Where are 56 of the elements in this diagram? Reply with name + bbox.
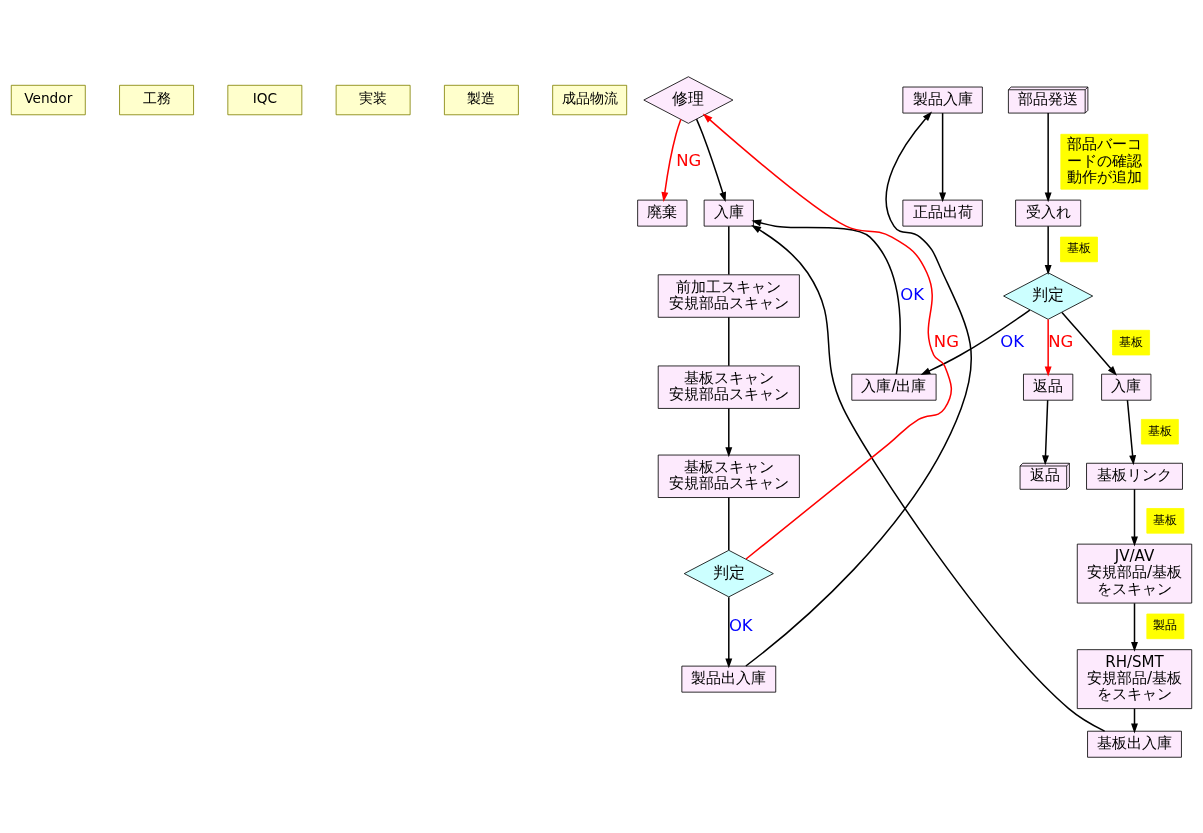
- node-box: 部品バーコードの確認動作が追加: [1060, 133, 1149, 190]
- node-box: 入庫: [703, 199, 754, 227]
- node-box: 廃棄: [637, 199, 688, 227]
- arrow: [1131, 602, 1138, 652]
- arrow: [1044, 318, 1052, 376]
- node-box: 製造: [443, 84, 519, 115]
- node-box: 基板スキャン安規部品スキャン: [657, 365, 800, 409]
- arrow: [920, 308, 1031, 375]
- edge-label: NG: [933, 331, 959, 351]
- node-box: JV/AV安規部品/基板をスキャン: [1076, 543, 1193, 603]
- edge-label: OK: [900, 284, 924, 304]
- node-box: 成品物流: [552, 84, 628, 115]
- connector: [728, 316, 730, 366]
- label: 基板: [1066, 240, 1091, 255]
- node-diamond: 判定: [683, 549, 774, 597]
- label: 基板: [1147, 423, 1172, 438]
- arrow: [939, 111, 947, 202]
- arrow: [1126, 399, 1137, 465]
- node-box: RH/SMT安規部品/基板をスキャン: [1076, 648, 1193, 709]
- node-box: 正品出荷: [902, 199, 983, 227]
- label: 基板: [1119, 334, 1144, 349]
- node-box: 製品入庫: [902, 86, 983, 113]
- node-box: 基板スキャン安規部品スキャン: [657, 454, 800, 498]
- arrow: [661, 118, 682, 202]
- node-box: 返品: [1023, 373, 1074, 401]
- edge-label: NG: [1048, 331, 1074, 351]
- edge-label: OK: [728, 615, 753, 635]
- arrow: [751, 219, 901, 375]
- arrow: [695, 117, 726, 202]
- node-diamond: 判定: [1003, 271, 1094, 320]
- edge-label: OK: [1000, 331, 1025, 351]
- node-box: 受入れ: [1015, 199, 1082, 227]
- node-box: 基板出入庫: [1087, 730, 1182, 758]
- node-box: Vendor: [10, 84, 86, 115]
- node-box: 基板リンク: [1086, 462, 1183, 490]
- arrow: [745, 110, 973, 667]
- node-box: IQC: [227, 84, 303, 115]
- label: 製品: [1153, 617, 1178, 632]
- node-box: 入庫: [1101, 373, 1152, 401]
- arrow: [1044, 224, 1052, 275]
- arrow: [1044, 111, 1052, 202]
- arrow: [725, 407, 733, 457]
- arrow: [751, 224, 1106, 732]
- node-box: 前加工スキャン安規部品スキャン: [657, 273, 800, 318]
- connector: [728, 496, 730, 551]
- arrow: [1061, 311, 1117, 376]
- arrow: [1042, 399, 1049, 465]
- node-box: 実装: [335, 84, 411, 115]
- edge-label: NG: [676, 150, 702, 170]
- connector: [728, 224, 730, 275]
- node-box: 入庫/出庫: [851, 373, 937, 401]
- arrow: [1131, 488, 1138, 546]
- arrow: [725, 595, 733, 668]
- node-box: 製品出入庫: [681, 665, 777, 693]
- label: 基板: [1153, 512, 1178, 527]
- node-box: 工務: [119, 84, 194, 115]
